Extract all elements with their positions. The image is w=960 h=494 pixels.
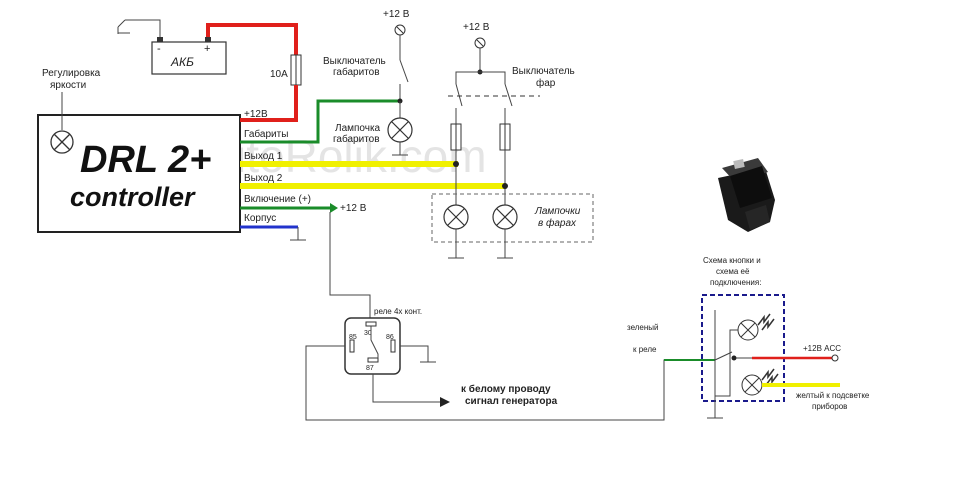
- green-wire-label: зеленый: [627, 323, 659, 332]
- brightness-label: Регулировка: [42, 68, 101, 79]
- relay: 30 85 86 87: [344, 317, 401, 375]
- supply-label-left: +12 В: [383, 9, 410, 20]
- parking-switch-label: Выключатель: [323, 56, 386, 67]
- yellow-wire-label-2: приборов: [812, 402, 847, 411]
- relay-pin-30: 30: [364, 330, 372, 337]
- generator-label-2: сигнал генератора: [465, 396, 558, 407]
- fuse-icon-left: [450, 123, 462, 151]
- button-schematic-frame: [701, 294, 785, 402]
- pin-label-out1: Выход 1: [244, 151, 283, 162]
- battery: - + АКБ: [151, 37, 227, 75]
- relay-pin-86: 86: [386, 334, 394, 341]
- terminal-icon: [394, 24, 406, 36]
- parking-lamp-label: Лампочка: [335, 123, 381, 134]
- button-caption-2: схема её: [716, 267, 750, 276]
- yellow-wire-label: желтый к подсветке: [796, 391, 870, 400]
- generator-label: к белому проводу: [461, 383, 551, 395]
- supply-label-right: +12 В: [463, 22, 490, 33]
- controller-subtitle: controller: [70, 182, 196, 212]
- relay-pin-85: 85: [349, 334, 357, 341]
- pin-label-enable: Включение (+): [244, 194, 311, 205]
- headlight-switch-label-2: фар: [536, 77, 556, 89]
- headlamp-left-icon: [443, 204, 469, 230]
- button-caption: Схема кнопки и: [703, 256, 761, 265]
- relay-pin-87: 87: [366, 365, 374, 372]
- acc-label: +12В ACC: [803, 344, 841, 353]
- button-photo: [718, 158, 775, 232]
- to-relay-label: к реле: [633, 345, 657, 354]
- parking-switch-label-2: габаритов: [333, 66, 380, 78]
- relay-title: реле 4х конт.: [374, 307, 422, 316]
- pin-label-ground: Корпус: [244, 213, 276, 224]
- headlamps-label: Лампочки: [534, 206, 581, 217]
- terminal-icon-2: [474, 37, 486, 49]
- headlamps-label-2: в фарах: [538, 217, 577, 229]
- button-caption-3: подключения:: [710, 278, 761, 287]
- battery-label: АКБ: [170, 55, 194, 69]
- battery-plus: +: [204, 43, 210, 55]
- button-lamp-top-icon: [737, 313, 775, 341]
- fuse-icon-right: [499, 123, 511, 151]
- brightness-label-2: яркости: [50, 80, 86, 91]
- pin-label-gabarity: Габариты: [244, 128, 288, 140]
- button-lamp-bottom-icon: [741, 368, 779, 396]
- fuse-label: 10A: [270, 69, 288, 80]
- controller-block: Регулировка яркости DRL 2+ controller: [37, 68, 241, 233]
- headlamp-right-icon: [492, 204, 518, 230]
- parking-lamp-label-2: габаритов: [333, 133, 380, 145]
- brightness-knob-icon: [50, 130, 74, 154]
- green-wire-parking: [240, 99, 402, 144]
- fuse-icon: [290, 54, 302, 86]
- enable-supply-label: +12 В: [340, 203, 367, 214]
- pin-label-12v: +12B: [244, 109, 268, 120]
- battery-minus: -: [157, 43, 161, 55]
- red-wire: [206, 23, 298, 55]
- headlight-switch-label: Выключатель: [512, 66, 575, 77]
- controller-title: DRL 2+: [80, 139, 211, 181]
- parking-lamp-icon: [387, 117, 413, 143]
- pin-label-out2: Выход 2: [244, 173, 283, 184]
